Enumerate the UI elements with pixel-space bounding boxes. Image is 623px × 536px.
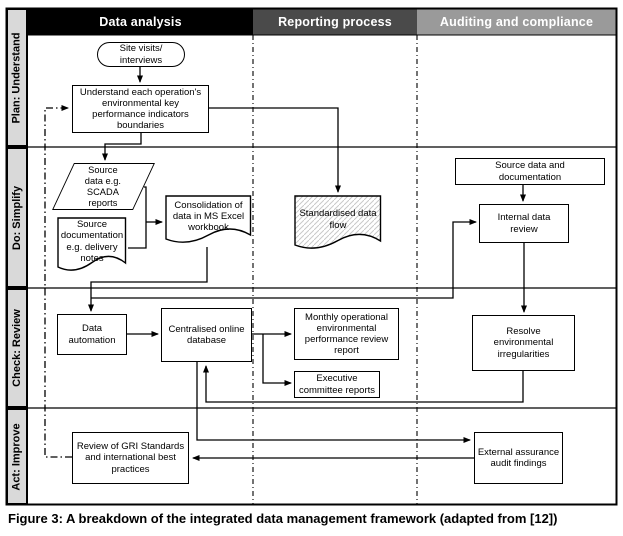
connector-understand-to-standardised — [209, 107, 341, 193]
connector-database-to-executive — [262, 334, 292, 386]
figure-caption: Figure 3: A breakdown of the integrated … — [8, 511, 558, 526]
lane-act-improve-label: Act: Improve — [11, 422, 23, 491]
node-site-visits: Site visits/ interviews — [97, 42, 185, 67]
lane-do-simplify-label: Do: Simplify — [11, 185, 24, 250]
connector-gri-feedback-to-understand — [44, 105, 72, 458]
node-source-data-label: Source data e.g. SCADA reports — [85, 164, 122, 208]
node-gri-review: Review of GRI Standards and internationa… — [72, 432, 189, 484]
node-external-audit-findings: External assurance audit findings — [474, 432, 563, 484]
node-centralised-online-database: Centralised online database — [161, 308, 252, 362]
lane-check-review-label: Check: Review — [11, 309, 23, 387]
node-source-documentation-label: Source documentation e.g. delivery notes — [60, 219, 124, 264]
node-resolve-irregularities: Resolve environmental irregularities — [472, 315, 575, 371]
node-source-data-and-documentation: Source data and documentation — [455, 158, 605, 185]
node-source-data: Source data e.g. SCADA reports — [52, 163, 155, 210]
node-consolidation-label: Consolidation of data in MS Excel workbo… — [172, 199, 245, 234]
node-standardised-data-flow-label: Standardised data flow — [299, 208, 377, 231]
node-monthly-report: Monthly operational environmental perfor… — [294, 308, 399, 360]
connector-understand-to-sourcedata — [102, 133, 142, 161]
node-source-documentation: Source documentation e.g. delivery notes — [57, 217, 127, 275]
lane-act-improve: Act: Improve — [6, 408, 28, 505]
header-data-analysis: Data analysis — [28, 8, 253, 35]
node-consolidation: Consolidation of data in MS Excel workbo… — [165, 195, 252, 247]
lane-do-simplify: Do: Simplify — [6, 147, 28, 288]
node-internal-data-review: Internal data review — [479, 204, 569, 243]
header-auditing-compliance: Auditing and compliance — [417, 8, 616, 35]
node-executive-committee-reports: Executive committee reports — [294, 371, 380, 398]
lane-check-review: Check: Review — [6, 288, 28, 408]
header-reporting-process: Reporting process — [253, 8, 417, 35]
node-understand-kpi: Understand each operation's environmenta… — [72, 85, 209, 133]
node-standardised-data-flow: Standardised data flow — [294, 195, 382, 253]
node-data-automation: Data automation — [57, 314, 127, 355]
lane-plan-understand: Plan: Understand — [6, 8, 28, 147]
connector-consolidation-to-internalreview — [91, 219, 477, 299]
lane-plan-understand-label: Plan: Understand — [11, 31, 24, 124]
